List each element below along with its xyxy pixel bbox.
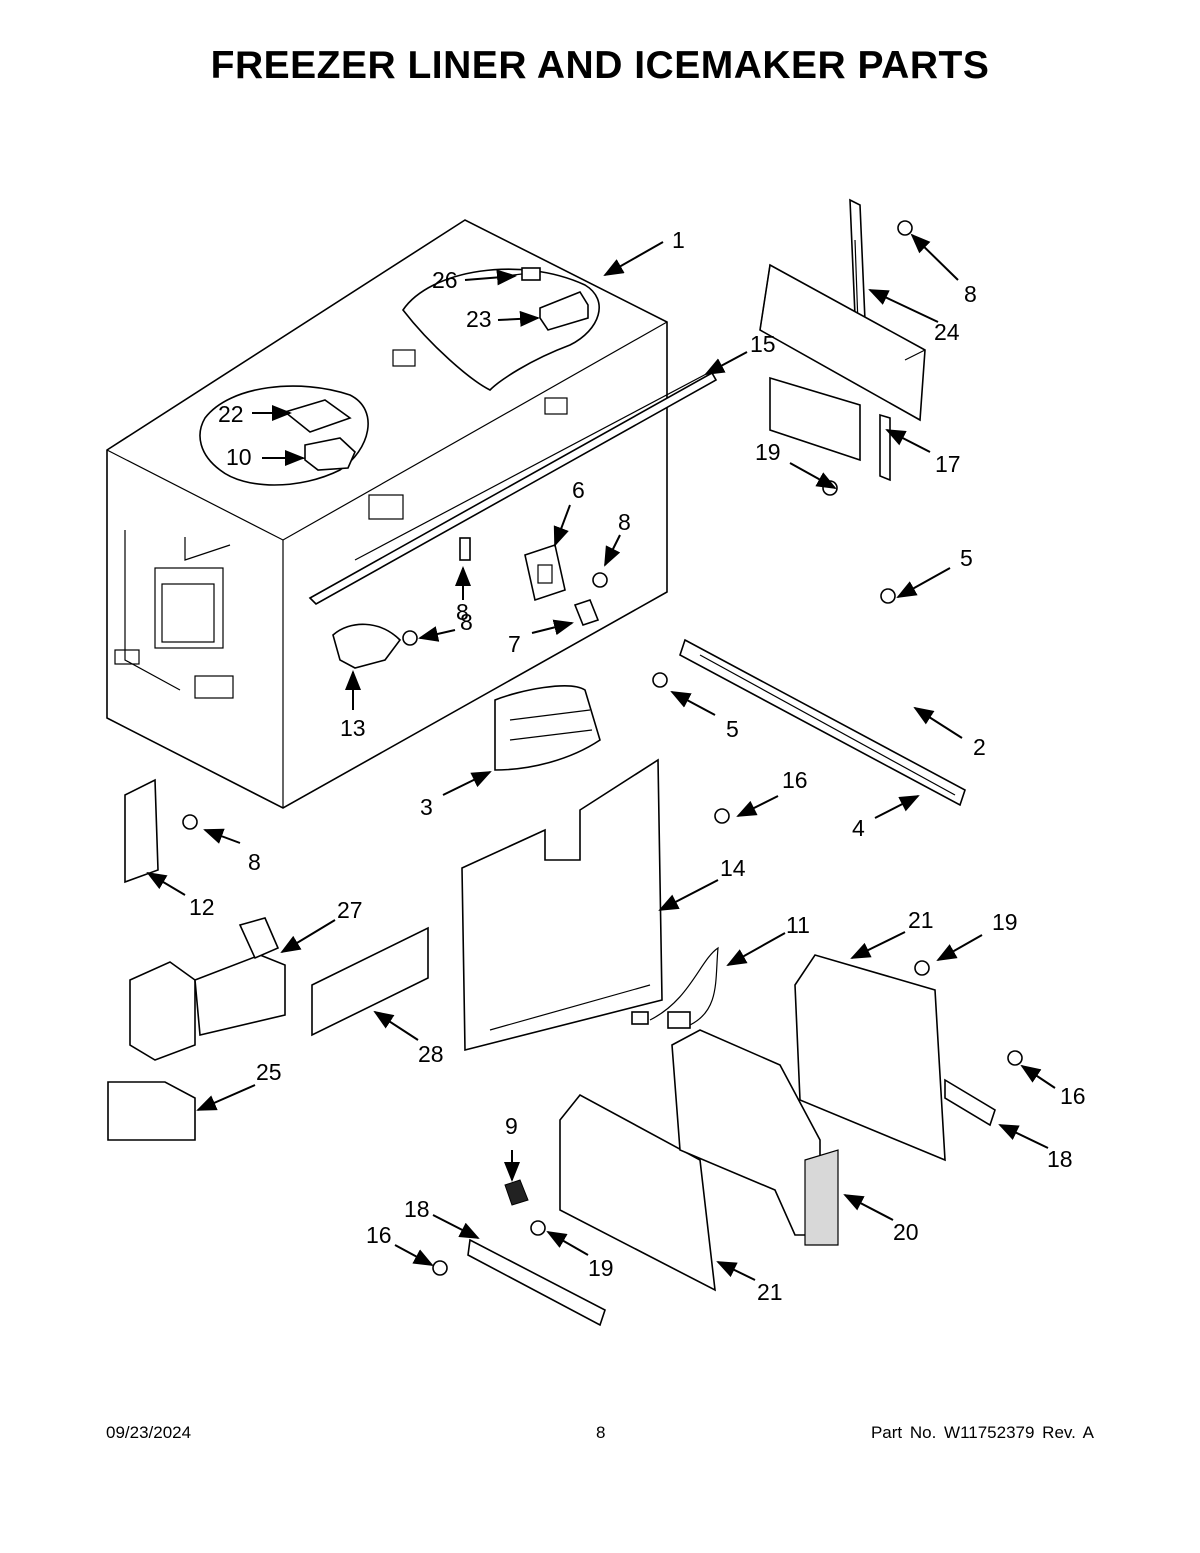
callout-8: 8 [456,599,469,625]
callout-21: 21 [908,907,934,933]
bracket-12 [124,778,159,884]
screw-8-top-right [897,220,913,236]
footer-date: 09/23/2024 [106,1423,192,1442]
slide-rail-4 [679,638,966,807]
callout-26: 26 [432,267,458,293]
leader-arrows [146,233,1056,1281]
cover-panel-21-left [559,1093,716,1292]
screw-8-left [182,814,198,830]
air-duct-3 [494,685,601,771]
screw-16-bottom [432,1260,448,1276]
callout-6: 6 [572,477,585,503]
callout-22: 22 [218,401,244,427]
callout-20: 20 [893,1219,919,1245]
callout-18: 18 [1047,1146,1073,1172]
screw-8-middle [592,572,608,588]
callout-10: 10 [226,444,252,470]
shield-25 [107,1081,196,1141]
callout-5: 5 [960,545,973,571]
callout-11: 11 [786,912,810,938]
callout-16: 16 [1060,1083,1086,1109]
slide-18-left [467,1238,606,1327]
callout-16: 16 [782,767,808,793]
callout-21: 21 [757,1279,783,1305]
callout-12: 12 [189,894,215,920]
icemaker-27 [129,917,286,1061]
callout-7: 7 [508,631,521,657]
callout-4: 4 [852,815,865,841]
bracket-13 [332,623,402,669]
callout-23: 23 [466,306,492,332]
switch-9 [504,1179,529,1206]
insulation-sheet-28 [311,926,429,1037]
callout-18: 18 [404,1196,430,1222]
callout-16: 16 [366,1222,392,1248]
screw-8-center [459,537,471,561]
freezer-liner [106,219,668,809]
channel-15 [308,371,718,605]
callout-labels: 1 26 23 8 24 15 22 10 19 17 6 8 5 8 8 7 … [189,227,1086,1305]
callout-28: 28 [418,1041,444,1067]
screw-16-middle [714,808,730,824]
footer-page-number: 8 [596,1423,606,1442]
callout-8: 8 [248,849,261,875]
rear-panel-14 [461,758,663,1052]
callout-19: 19 [992,909,1018,935]
screw-16-right [1007,1050,1023,1066]
screw-5-left [652,672,668,688]
screw-19-bottom [530,1220,546,1236]
footer-part-number: Part No. W11752379 Rev. A [870,1423,1094,1442]
housing-23 [539,291,589,331]
callout-27: 27 [337,897,363,923]
mounting-rail-2 [759,263,926,422]
callout-2: 2 [973,734,986,760]
callout-8: 8 [460,609,473,635]
gasket-22 [283,399,352,433]
callout-8: 8 [618,509,631,535]
wire-harness-11 [631,946,719,1029]
callout-1: 1 [672,227,685,253]
bracket-17 [769,376,891,482]
callout-19: 19 [755,439,781,465]
cover-panel-21-right [794,954,946,1162]
cap-7 [573,599,600,626]
callout-5: 5 [726,716,739,742]
slide-18-right [944,1078,996,1127]
callout-13: 13 [340,715,366,741]
callout-9: 9 [505,1113,518,1139]
callout-25: 25 [256,1059,282,1085]
callout-24: 24 [934,319,960,345]
callout-3: 3 [420,794,433,820]
control-housing-20 [671,1029,839,1246]
screw-19-right [914,960,930,976]
callout-19: 19 [588,1255,614,1281]
page-title: FREEZER LINER AND ICEMAKER PARTS [210,44,990,87]
callout-15: 15 [750,331,776,357]
screw-8-lower [402,630,418,646]
callout-14: 14 [720,855,746,881]
holder-6 [524,543,566,602]
callout-8: 8 [964,281,977,307]
callout-17: 17 [935,451,961,477]
screw-5-top [880,588,896,604]
